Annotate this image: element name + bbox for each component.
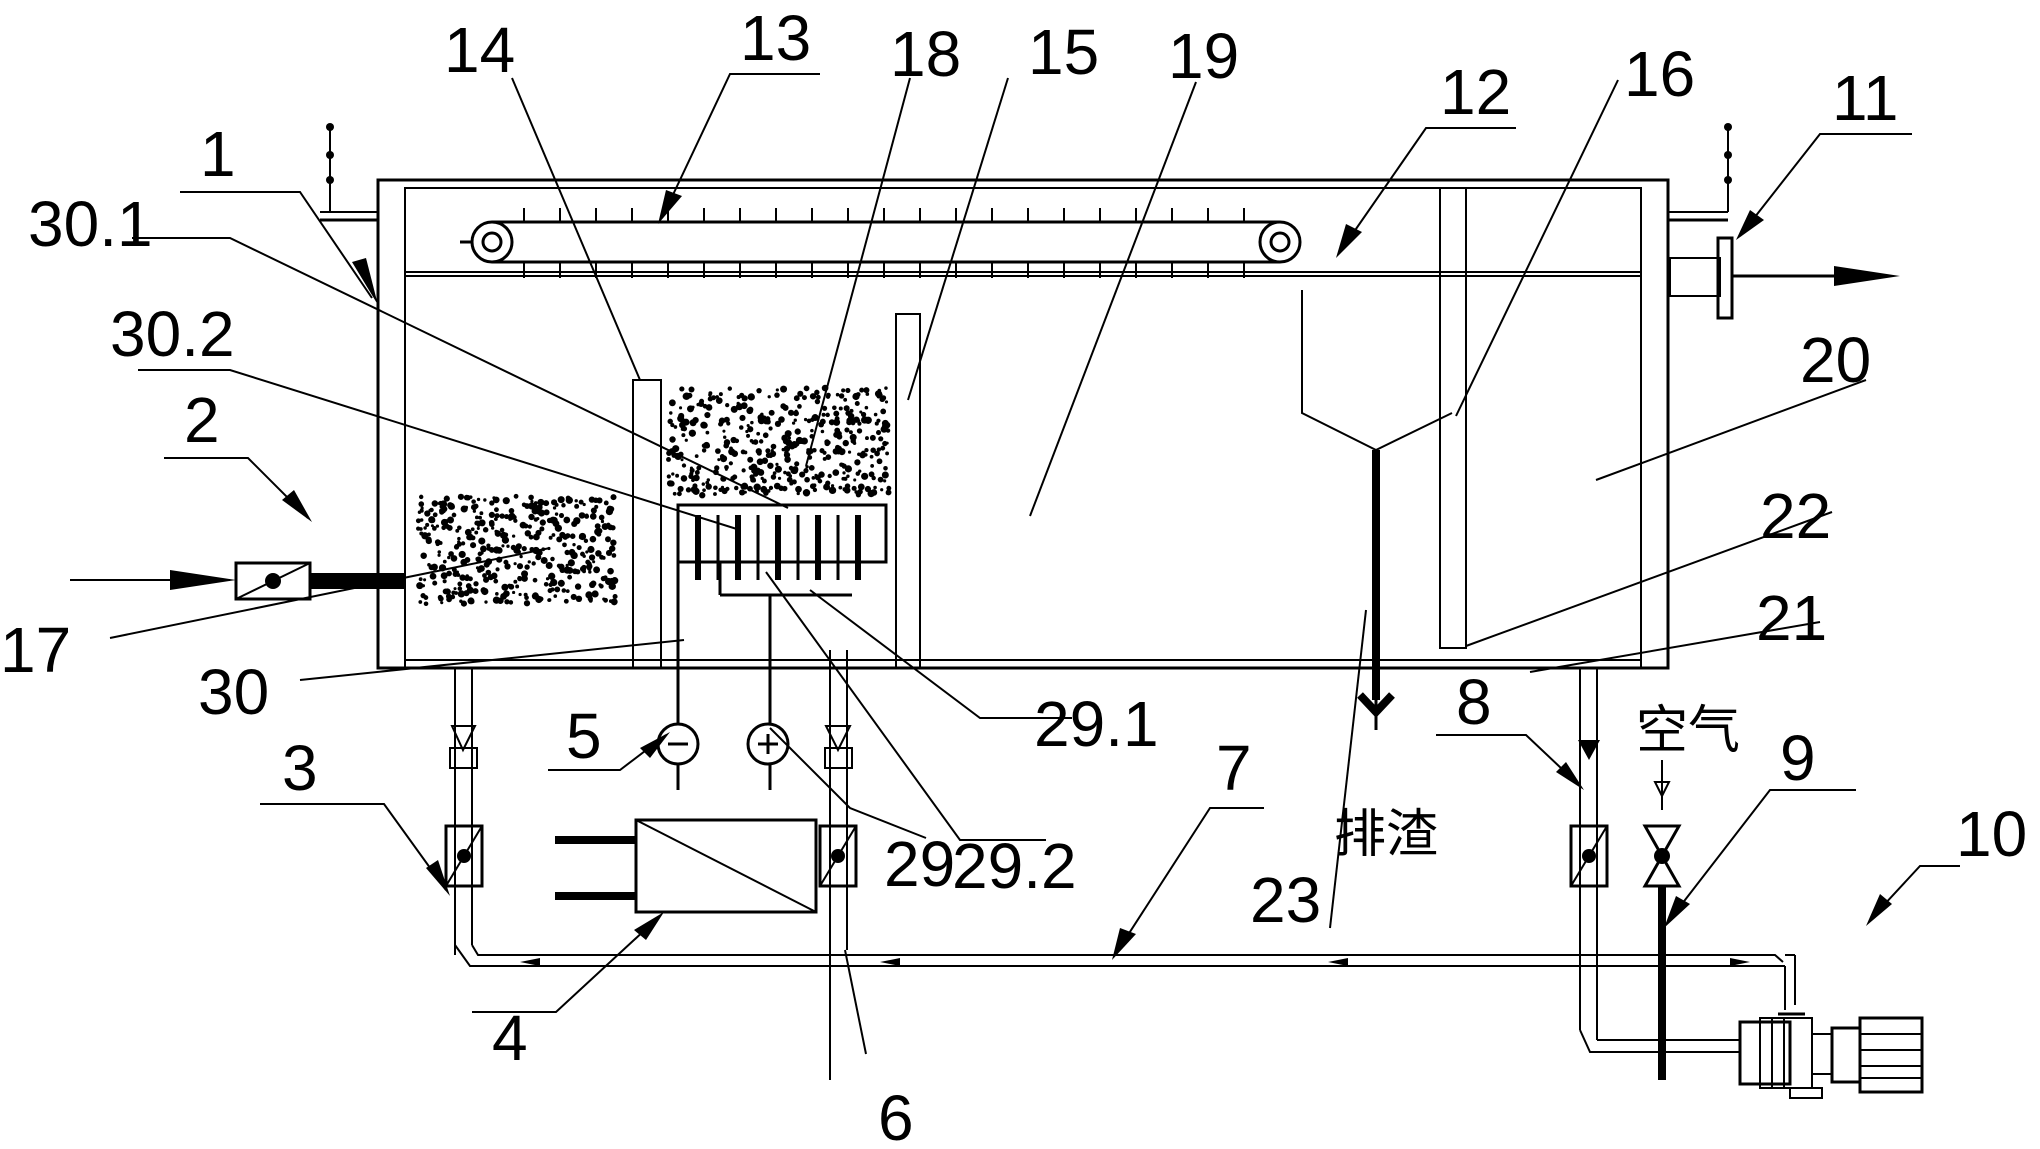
left-post xyxy=(326,123,334,212)
label-9: 9 xyxy=(1780,722,1816,794)
label-6: 6 xyxy=(878,1082,914,1144)
label-14: 14 xyxy=(444,14,515,86)
pipe-left xyxy=(444,668,484,955)
label-29-1: 29.1 xyxy=(1034,688,1159,760)
inlet-pipe xyxy=(70,561,405,601)
label-20: 20 xyxy=(1800,324,1871,396)
label-7: 7 xyxy=(1216,732,1252,804)
label-15: 15 xyxy=(1028,16,1099,88)
label-30-1: 30.1 xyxy=(28,188,153,260)
outlet-flange xyxy=(1669,236,1900,320)
label-30-2: 30.2 xyxy=(110,298,235,370)
pipe-middle xyxy=(818,650,858,1080)
scraper-conveyor xyxy=(460,208,1302,278)
leader-lines xyxy=(109,73,1960,1055)
pipe-right xyxy=(1569,668,1740,1053)
rectifier-box xyxy=(555,818,818,914)
label-30: 30 xyxy=(198,656,269,728)
tank-body xyxy=(320,178,1728,670)
label-12: 12 xyxy=(1440,56,1511,128)
label-16: 16 xyxy=(1624,38,1695,110)
label-1: 1 xyxy=(200,118,236,190)
label-21: 21 xyxy=(1756,582,1827,654)
label-3: 3 xyxy=(282,732,318,804)
label-5: 5 xyxy=(566,700,602,772)
label-11: 11 xyxy=(1832,62,1898,134)
bubble-region-contact xyxy=(666,384,892,499)
right-post xyxy=(1724,123,1732,212)
positive-terminal xyxy=(746,722,790,766)
label-18: 18 xyxy=(890,18,961,90)
label-23: 23 xyxy=(1250,864,1321,936)
negative-terminal xyxy=(656,722,700,766)
baffle-14 xyxy=(632,379,662,669)
label-13: 13 xyxy=(740,2,811,74)
pump-motor xyxy=(1738,1016,1924,1099)
air-label: 空气 xyxy=(1636,701,1740,761)
label-29-2: 29.2 xyxy=(952,830,1077,902)
label-4: 4 xyxy=(492,1002,528,1074)
label-19: 19 xyxy=(1168,20,1239,92)
label-2: 2 xyxy=(184,384,220,456)
label-22: 22 xyxy=(1760,480,1831,552)
water-surface xyxy=(405,271,1641,277)
electrode-assembly xyxy=(676,503,888,790)
partition-22 xyxy=(1439,187,1467,649)
baffle-15 xyxy=(895,313,921,669)
label-10: 10 xyxy=(1956,798,2027,870)
label-17: 17 xyxy=(0,614,71,686)
label-8: 8 xyxy=(1456,666,1492,738)
scum-hopper xyxy=(1301,290,1453,730)
label-29: 29 xyxy=(884,828,955,900)
recycle-pipe xyxy=(454,944,1805,1016)
bubble-region-inlet xyxy=(415,493,619,607)
air-inlet xyxy=(1642,760,1682,1080)
slag-discharge-label: 排渣 xyxy=(1334,805,1438,865)
